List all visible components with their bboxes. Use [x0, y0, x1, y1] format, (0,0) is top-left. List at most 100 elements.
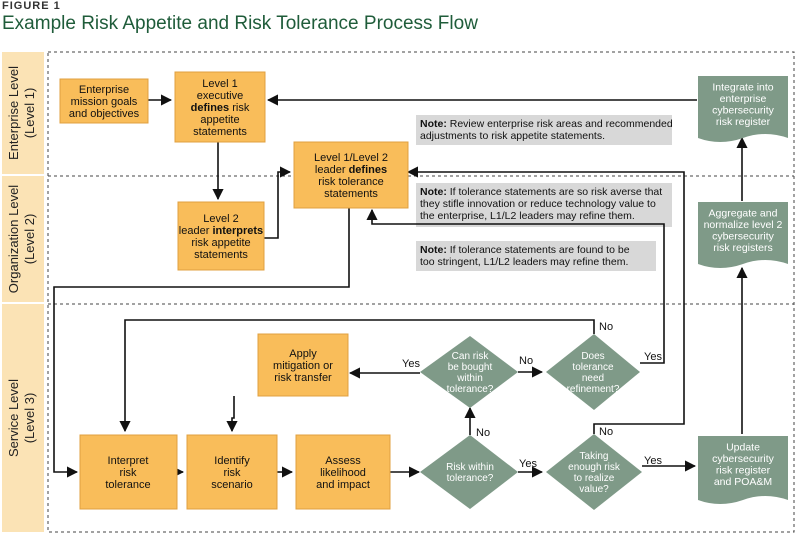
refine-line: tolerance	[572, 362, 614, 373]
note-line: adjustments to risk appetite statements.	[420, 130, 605, 142]
level-label-enterprise: Enterprise Level (Level 1)	[6, 66, 37, 160]
l1_define-line: defines risk	[191, 102, 250, 114]
note-box-3	[416, 241, 656, 271]
note-line: the enterprise, L1/L2 leaders may refine…	[420, 210, 635, 222]
refine-line: Does	[581, 351, 604, 362]
l2_interpret-line: risk appetite	[191, 237, 250, 249]
node-box-l12-define	[293, 141, 409, 209]
interpret_tol-line: Interpret	[108, 455, 149, 467]
refine-line: need	[582, 373, 604, 384]
apply-line: risk transfer	[274, 372, 332, 384]
level-label-service: Service Level (Level 3)	[6, 379, 37, 457]
arrow-apply-to-identify	[226, 396, 238, 433]
node-box-identify	[186, 434, 278, 510]
svg-text:(Level 1): (Level 1)	[22, 88, 37, 139]
arrow-refine-yes-to-l12	[366, 208, 665, 364]
bought-line: within	[456, 373, 483, 384]
node-box-assess	[295, 434, 391, 510]
arrow-l2-to-l12	[264, 166, 292, 239]
assess-line: likelihood	[320, 467, 366, 479]
label-no-bought: No	[519, 355, 533, 367]
assess-line: Assess	[325, 455, 361, 467]
node-shape-update	[698, 436, 788, 504]
apply-line: Apply	[289, 348, 317, 360]
update-line: Update	[726, 441, 760, 453]
l12_define-line: Level 1/Level 2	[314, 152, 388, 164]
svg-text:(Level 3): (Level 3)	[22, 393, 37, 444]
enough-line: value?	[579, 484, 609, 495]
enough-line: Taking	[580, 451, 609, 462]
l1_define-line: executive	[197, 90, 243, 102]
node-shape-aggregate	[698, 202, 788, 268]
mission-line: and objectives	[69, 108, 140, 120]
assess-line: and impact	[316, 479, 370, 491]
label-yes-refine: Yes	[644, 351, 662, 363]
diagram-boundary	[47, 51, 795, 533]
label-yes-enough: Yes	[644, 455, 662, 467]
decision-shape-within	[420, 435, 518, 509]
bought-line: tolerance?	[447, 384, 494, 395]
mission-line: mission goals	[71, 96, 138, 108]
l1_define-line: statements	[193, 126, 247, 138]
svg-text:(Level 2): (Level 2)	[22, 214, 37, 265]
l1_define-line: Level 1	[202, 78, 237, 90]
within-line: Risk within	[446, 462, 494, 473]
enough-line: enough risk	[568, 462, 621, 473]
integrate-line: enterprise	[720, 93, 767, 105]
interpret_tol-line: tolerance	[105, 479, 150, 491]
l2_interpret-line: Level 2	[203, 213, 238, 225]
level-bar-enterprise	[2, 52, 44, 174]
l12_define-line: statements	[324, 188, 378, 200]
update-line: cybersecurity	[712, 453, 775, 465]
arrow-refine-no-to-interpret	[119, 319, 595, 433]
note-box-1	[416, 115, 672, 145]
label-yes-apply: Yes	[402, 358, 420, 370]
label-no-enough: No	[599, 426, 613, 438]
l12_define-line: leader defines	[315, 164, 387, 176]
node-box-mission	[59, 78, 149, 124]
node-box-l2-interpret	[177, 201, 265, 271]
refine-line: refinement?	[567, 384, 620, 395]
l12_define-line: risk tolerance	[318, 176, 383, 188]
decision-shape-bought	[420, 336, 518, 408]
node-box-apply	[257, 333, 349, 397]
level-label-organization: Organization Level (Level 2)	[6, 185, 37, 294]
node-shape-integrate	[698, 76, 788, 142]
note-box-2	[416, 183, 672, 227]
identify-line: risk	[223, 467, 241, 479]
note-line: they stifle innovation or reduce technol…	[420, 198, 656, 210]
figure-label: FIGURE 1	[2, 0, 61, 12]
label-no-refine: No	[599, 321, 613, 333]
note-text-2: Note: If tolerance statements are so ris…	[420, 186, 662, 222]
decision-shape-enough	[546, 434, 642, 510]
interpret_tol-line: risk	[119, 467, 137, 479]
connectors	[53, 94, 748, 478]
note-text-3: Note: If tolerance statements are found …	[420, 244, 630, 268]
note-text-1: Note: Review enterprise risk areas and r…	[420, 118, 673, 142]
integrate-line: risk register	[716, 116, 771, 128]
l2_interpret-line: leader interprets	[179, 225, 263, 237]
update-line: and POA&M	[714, 476, 772, 488]
note-line: Note: If tolerance statements are found …	[420, 244, 630, 256]
bought-line: Can risk	[452, 351, 490, 362]
aggregate-line: risk registers	[713, 242, 773, 254]
identify-line: Identify	[214, 455, 250, 467]
node-integrate: Integrate intoenterprisecybersecurityris…	[712, 81, 775, 128]
arrow-enough-no-to-l12	[406, 166, 685, 434]
apply-line: mitigation or	[273, 360, 333, 372]
update-line: risk register	[716, 464, 771, 476]
aggregate-line: Aggregate and	[709, 207, 778, 219]
level-bar-organization	[2, 176, 44, 302]
